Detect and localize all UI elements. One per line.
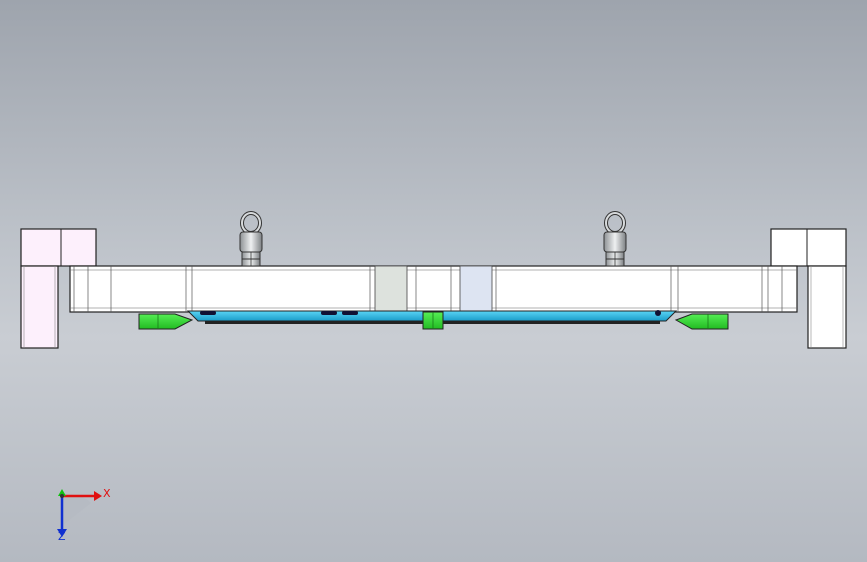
z-axis-label: Z [58, 530, 66, 543]
main-plate[interactable] [69, 265, 798, 313]
clip-left[interactable] [138, 313, 194, 330]
x-axis-label: X [103, 487, 111, 500]
triad-axes [57, 489, 102, 537]
right-end-block[interactable] [770, 228, 847, 349]
left-end-block[interactable] [20, 228, 97, 349]
coordinate-triad: X Z [40, 482, 120, 547]
clip-center[interactable] [422, 311, 444, 330]
eye-bolt-right[interactable] [603, 211, 627, 267]
y-axis-icon [58, 489, 66, 496]
clip-right[interactable] [674, 313, 729, 330]
eye-bolt-left[interactable] [239, 211, 263, 267]
insert-left[interactable] [374, 265, 408, 313]
insert-right[interactable] [459, 265, 493, 313]
